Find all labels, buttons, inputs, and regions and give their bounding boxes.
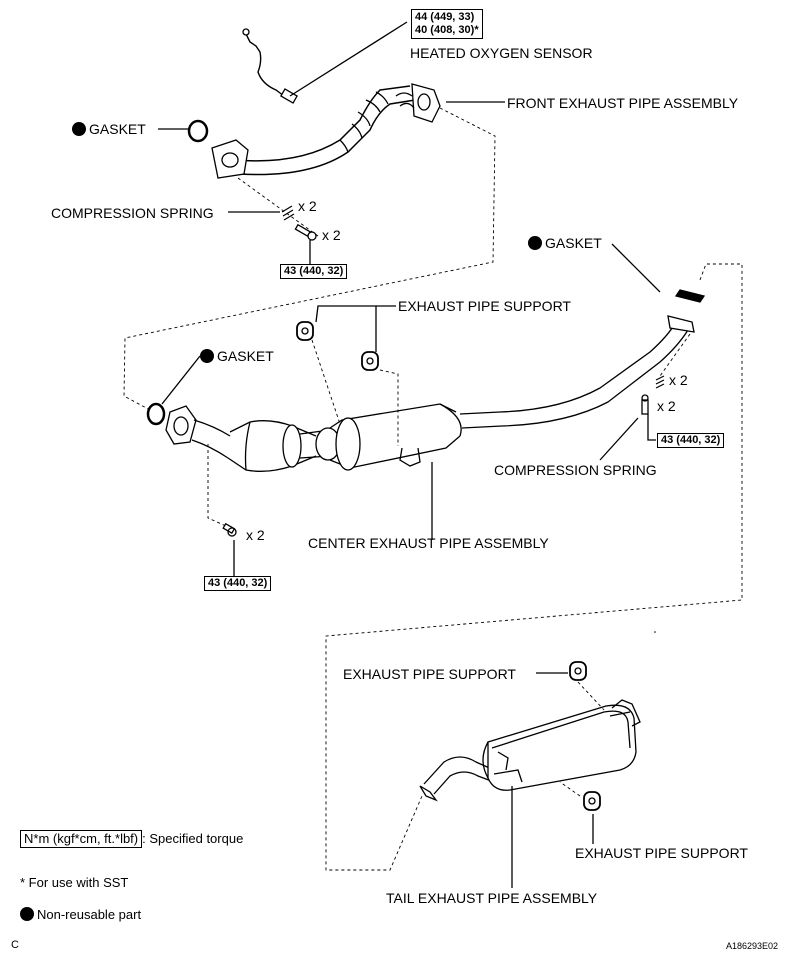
center-exhaust-pipe-assembly-label: CENTER EXHAUST PIPE ASSEMBLY [308,535,549,551]
tail-exhaust-pipe-support-parts [569,661,601,811]
heated-oxygen-sensor-part [242,28,298,104]
non-reusable-dot-icon [20,907,34,921]
page-letter: C [11,939,19,951]
center-front-gasket-part [146,402,166,426]
dash-center-front-bolt [207,444,227,527]
front-exhaust-pipe-part [211,83,441,179]
tail-exhaust-pipe-support-top-label: EXHAUST PIPE SUPPORT [343,666,516,682]
torque-spec-front-bolt: 43 (440, 32) [280,264,348,279]
dash-tail-support-top [577,681,605,711]
leader-center-bolt-torque [647,414,656,441]
dash-support-1 [311,339,341,425]
leader-center-front-gasket [161,355,201,405]
tail-exhaust-pipe-assembly-label: TAIL EXHAUST PIPE ASSEMBLY [386,890,598,906]
center-exhaust-pipe-support-label: EXHAUST PIPE SUPPORT [398,298,571,314]
center-front-bolt-qty: x 2 [246,527,265,543]
center-rear-gasket-label: GASKET [528,235,602,251]
torque-spec-oxygen-sensor: 44 (449, 33) 40 (408, 30)* [411,9,483,39]
legend-torque: N*m (kgf*cm, ft.*lbf): Specified torque [20,830,243,848]
leader-center-spring [599,417,639,461]
dash-center-to-tail [325,263,743,871]
legend-torque-desc: : Specified torque [142,831,244,846]
torque-spec-center-front: 43 (440, 32) [204,576,272,591]
dash-front [237,177,319,237]
dash-tail-support-bottom [559,781,581,797]
dash-front-to-center [123,107,496,411]
center-spring-bolt-parts [222,375,665,537]
legend-sst-note: * For use with SST [20,875,129,890]
tail-exhaust-pipe-part [419,699,641,802]
front-bolt-qty: x 2 [322,227,341,243]
torque-spec-center-rear: 43 (440, 32) [657,433,725,448]
dash-center-rear [659,333,691,377]
non-reusable-dot-icon [72,122,86,136]
tail-exhaust-pipe-support-bottom-label: EXHAUST PIPE SUPPORT [575,845,748,861]
center-compression-spring-label: COMPRESSION SPRING [494,462,657,478]
front-spring-qty: x 2 [298,198,317,214]
leader-supports [315,305,377,352]
center-exhaust-pipe-support-parts [296,321,379,371]
front-spring-bolt-part [281,205,317,241]
center-spring-qty: x 2 [669,372,688,388]
non-reusable-dot-icon [200,349,214,363]
legend-non-reusable: Non-reusable part [20,907,141,923]
heated-oxygen-sensor-label: HEATED OXYGEN SENSOR [410,45,593,61]
front-gasket-part [187,119,209,143]
torque-spec-line-1: 44 (449, 33) [415,11,475,23]
non-reusable-dot-icon [528,236,542,250]
torque-spec-line-2: 40 (408, 30)* [415,24,479,36]
front-gasket-label: GASKET [72,121,146,137]
dash-support-2 [379,369,399,446]
front-compression-spring-label: COMPRESSION SPRING [51,205,214,221]
center-front-gasket-label: GASKET [200,348,274,364]
legend-torque-format: N*m (kgf*cm, ft.*lbf) [20,830,143,848]
center-rear-gasket-part [674,289,706,303]
leader-sensor [289,21,408,97]
center-exhaust-pipe-part [165,315,695,472]
center-bolt-qty: x 2 [657,398,676,414]
leader-center-rear-gasket [611,243,661,293]
figure-code: A186293E02 [726,941,779,951]
front-exhaust-pipe-assembly-label: FRONT EXHAUST PIPE ASSEMBLY [507,95,739,111]
